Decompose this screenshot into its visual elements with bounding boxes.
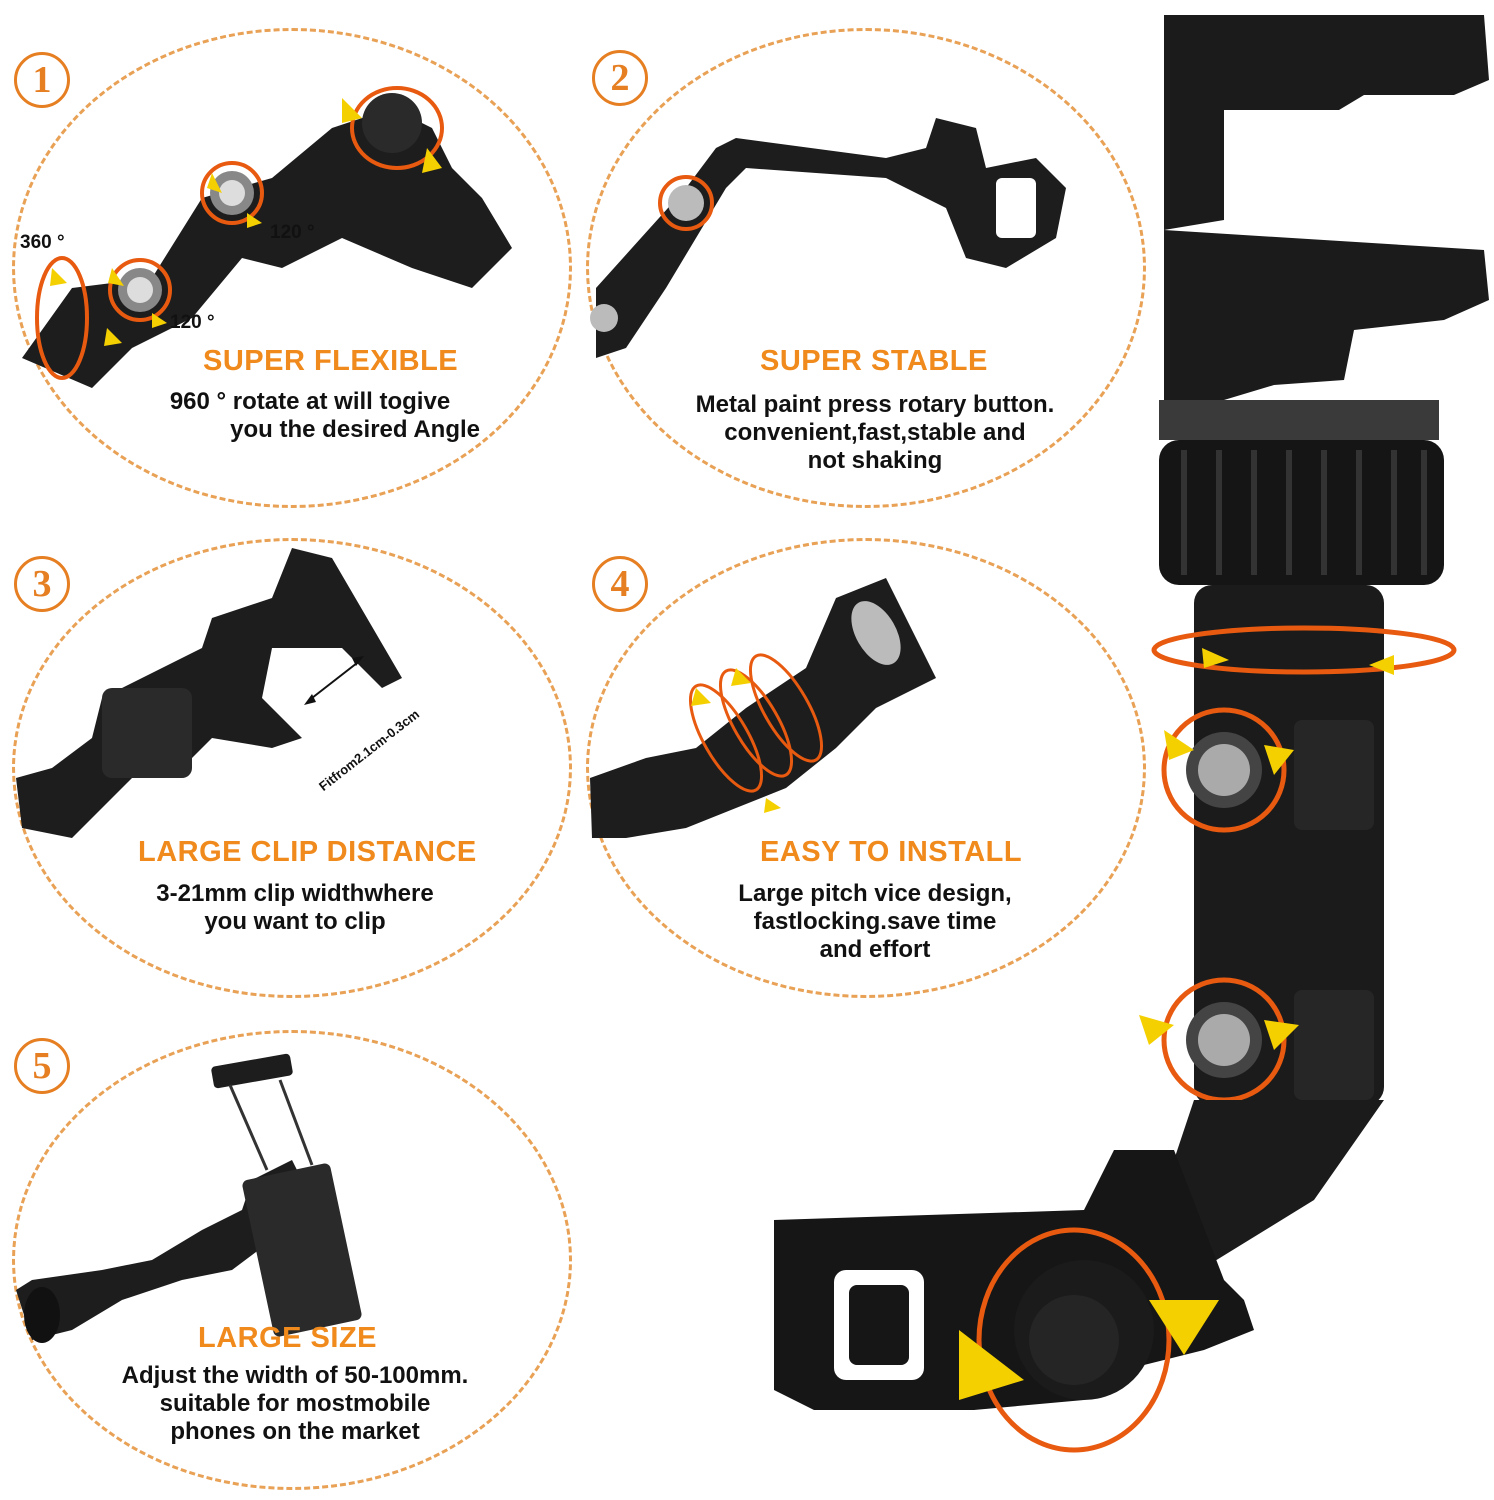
feature-title-3: LARGE CLIP DISTANCE <box>138 836 477 868</box>
feature-title-1: SUPER FLEXIBLE <box>203 345 459 377</box>
screw-vice-icon <box>590 578 936 838</box>
feature-title-2: SUPER STABLE <box>760 345 988 377</box>
angle-label-120-lower: 120 ° <box>170 312 215 333</box>
feature-panel-2: 2 SUPER STABLE Metal paint press rotary … <box>580 0 1160 520</box>
feature-panel-4: 4 EASY TO INSTALL Large pitch vice desig… <box>580 520 1160 1010</box>
feature-desc-5-line3: phones on the market <box>170 1418 420 1445</box>
feature-number-1: 1 <box>14 52 70 108</box>
feature-desc-4-line1: Large pitch vice design, <box>738 880 1012 907</box>
feature-number-3: 3 <box>14 556 70 612</box>
feature-desc-1-line2: you the desired Angle <box>230 416 480 443</box>
feature-panel-5: 5 LARGE SIZE Adjust the width of 50-100m… <box>0 1010 580 1500</box>
feature-number-5: 5 <box>14 1038 70 1094</box>
feature-desc-4-line3: and effort <box>819 936 931 963</box>
clip-icon <box>16 548 402 838</box>
feature-circle-2 <box>586 28 1146 508</box>
angle-label-120-upper: 120 ° <box>270 222 315 243</box>
feature-desc-3-line1: 3-21mm clip widthwhere <box>156 880 434 907</box>
feature-desc-3-line2: you want to clip <box>204 908 386 935</box>
feature-desc-2-line3: not shaking <box>807 447 943 474</box>
feature-title-4: EASY TO INSTALL <box>760 836 1023 868</box>
arm-rotation-icon <box>22 86 512 388</box>
angle-label-360: 360 ° <box>20 232 65 253</box>
feature-number-4: 4 <box>592 556 648 612</box>
phone-holder-icon <box>16 1053 362 1343</box>
feature-title-5: LARGE SIZE <box>198 1322 378 1354</box>
feature-desc-4-line2: fastlocking.save time <box>753 908 997 935</box>
rotary-button-icon <box>590 118 1066 358</box>
feature-desc-1-line1: 960 ° rotate at will togive <box>169 388 451 415</box>
feature-desc-5-line2: suitable for mostmobile <box>159 1390 431 1417</box>
feature-panel-3: 3 Fitfrom2.1cm-0.3cm LARGE CLIP DISTANCE… <box>0 520 580 1010</box>
feature-desc-2-line1: Metal paint press rotary button. <box>695 391 1055 418</box>
feature-panel-1: 1 360 ° 120 ° 120 ° SUPER FLEXIBLE 960 °… <box>0 0 580 520</box>
product-image <box>774 15 1489 1453</box>
feature-desc-5-line1: Adjust the width of 50-100mm. <box>121 1362 469 1389</box>
feature-number-2: 2 <box>592 50 648 106</box>
feature-desc-2-line2: convenient,fast,stable and <box>724 419 1026 446</box>
